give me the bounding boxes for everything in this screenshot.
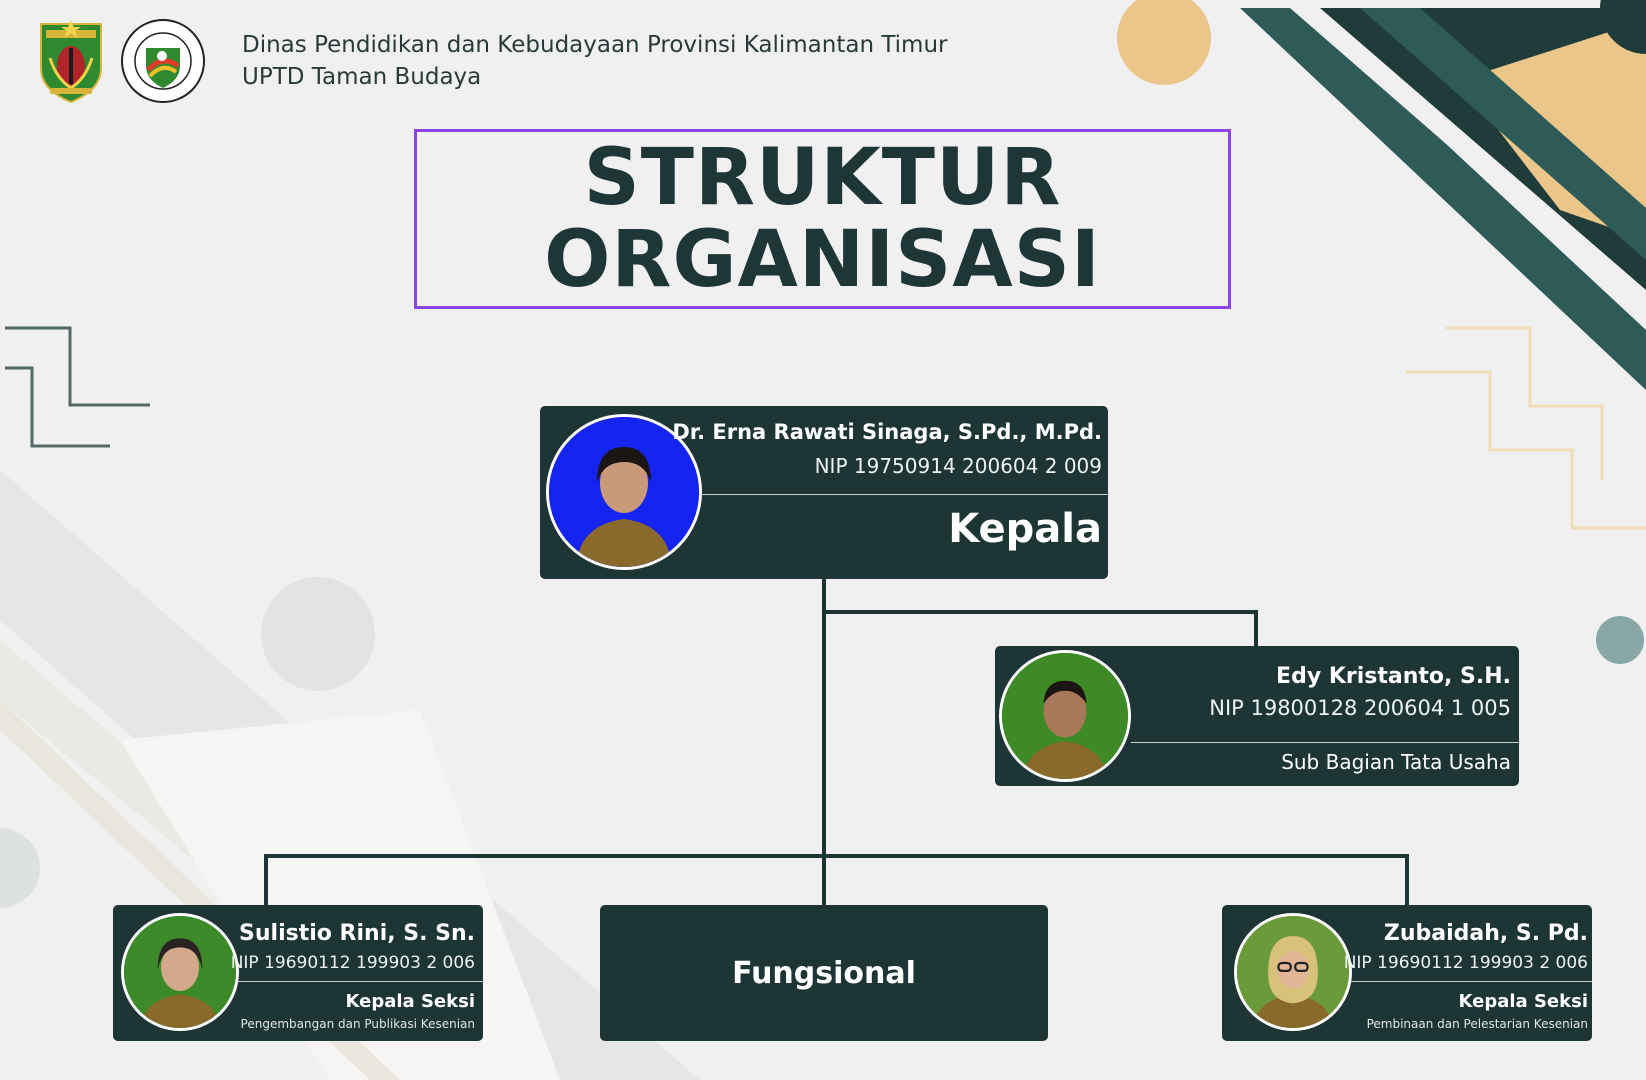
connector-admin-vertical — [1254, 610, 1258, 648]
connector-right-vertical — [1405, 854, 1409, 906]
functional-label: Fungsional — [732, 955, 916, 991]
connector-left-vertical — [264, 854, 268, 906]
left-role: Kepala Seksi — [345, 991, 475, 1012]
admin-photo — [999, 650, 1131, 782]
head-name: Dr. Erna Rawati Sinaga, S.Pd., M.Pd. — [672, 420, 1102, 444]
left-photo — [121, 913, 239, 1031]
head-divider — [700, 494, 1108, 495]
taman-budaya-logo — [121, 19, 205, 103]
left-name: Sulistio Rini, S. Sn. — [239, 921, 475, 946]
right-role: Kepala Seksi — [1458, 991, 1588, 1012]
connector-bottom-horizontal — [264, 854, 1409, 858]
left-card: Sulistio Rini, S. Sn. NIP 19690112 19990… — [113, 905, 483, 1041]
head-photo — [546, 414, 702, 570]
left-nip: NIP 19690112 199903 2 006 — [230, 953, 475, 973]
head-role: Kepala — [948, 506, 1102, 552]
header-text: Dinas Pendidikan dan Kebudayaan Provinsi… — [242, 29, 948, 93]
functional-card: Fungsional — [600, 905, 1048, 1041]
head-card: Dr. Erna Rawati Sinaga, S.Pd., M.Pd. NIP… — [540, 406, 1108, 579]
header: Dinas Pendidikan dan Kebudayaan Provinsi… — [36, 16, 948, 106]
right-divider — [1350, 981, 1592, 982]
admin-nip: NIP 19800128 200604 1 005 — [1209, 696, 1511, 720]
person-avatar-icon — [124, 916, 236, 1028]
right-desc: Pembinaan dan Pelestarian Kesenian — [1366, 1017, 1588, 1031]
person-avatar-icon — [1237, 916, 1349, 1028]
admin-name: Edy Kristanto, S.H. — [1276, 664, 1511, 689]
title-box: STRUKTUR ORGANISASI — [414, 129, 1231, 309]
title-line-2: ORGANISASI — [544, 215, 1101, 305]
provincial-emblem-logo — [40, 20, 102, 104]
admin-role: Sub Bagian Tata Usaha — [1281, 750, 1511, 774]
right-nip: NIP 19690112 199903 2 006 — [1343, 953, 1588, 973]
person-avatar-icon — [549, 417, 699, 567]
person-avatar-icon — [1002, 653, 1128, 779]
right-card: Zubaidah, S. Pd. NIP 19690112 199903 2 0… — [1222, 905, 1592, 1041]
admin-card: Edy Kristanto, S.H. NIP 19800128 200604 … — [995, 646, 1519, 786]
admin-divider — [1131, 742, 1519, 743]
unit-name: UPTD Taman Budaya — [242, 64, 482, 90]
left-divider — [237, 981, 483, 982]
agency-name: Dinas Pendidikan dan Kebudayaan Provinsi… — [242, 32, 948, 58]
right-photo — [1234, 913, 1352, 1031]
title-line-1: STRUKTUR — [583, 133, 1062, 223]
left-desc: Pengembangan dan Publikasi Kesenian — [240, 1017, 475, 1031]
connector-head-vertical — [822, 578, 826, 906]
connector-admin-horizontal — [822, 610, 1258, 614]
head-nip: NIP 19750914 200604 2 009 — [814, 454, 1102, 478]
right-name: Zubaidah, S. Pd. — [1383, 921, 1588, 946]
